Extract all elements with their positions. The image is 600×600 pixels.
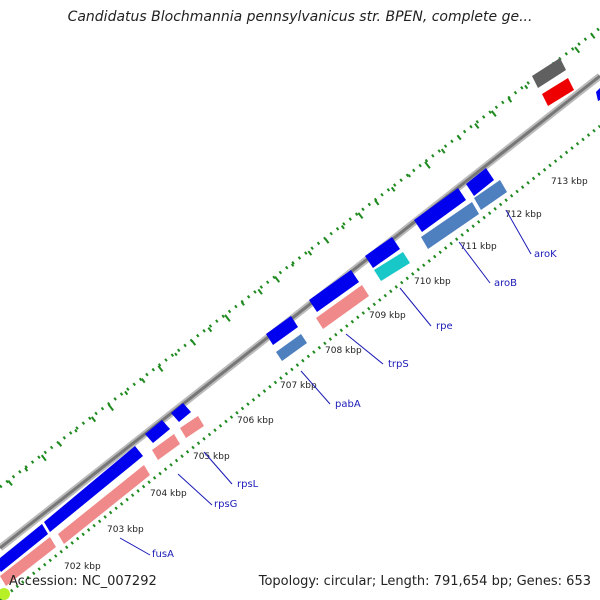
origin-marker [0, 588, 10, 600]
genome-backbone-core [0, 74, 600, 550]
gc-tick [474, 122, 480, 129]
cds-feature[interactable] [596, 88, 600, 101]
gc-tick [174, 352, 178, 357]
trna-feature[interactable] [180, 416, 204, 438]
misc-feature[interactable] [542, 78, 574, 106]
gc-skew-ticks [7, 33, 596, 487]
gc-tick [340, 225, 345, 230]
forward-strand-features [0, 88, 600, 572]
scale-label: 705 kbp [193, 452, 230, 462]
scale-label: 713 kbp [551, 177, 588, 187]
gc-tick [157, 365, 164, 373]
cds-feature[interactable] [414, 188, 466, 232]
gc-tick [207, 326, 213, 333]
scale-label: 703 kbp [107, 525, 144, 535]
trna-feature[interactable] [58, 465, 150, 544]
gc-tick [374, 199, 380, 206]
map-title: Candidatus Blochmannia pennsylvanicus st… [67, 9, 533, 25]
cds-feature[interactable] [44, 446, 143, 532]
scale-label: 706 kbp [237, 416, 274, 426]
gc-tick [124, 390, 129, 396]
gc-tick [140, 378, 146, 384]
gc-tick [224, 314, 231, 322]
gc-tick [390, 186, 396, 192]
reverse-strand-features [0, 58, 574, 586]
trna-feature[interactable] [0, 537, 56, 586]
scale-label: 712 kbp [505, 210, 542, 220]
gene-label-aroB[interactable]: aroB [494, 278, 517, 289]
misc-feature[interactable] [532, 58, 566, 88]
cds-feature[interactable] [466, 168, 494, 196]
gc-tick [407, 173, 411, 178]
scale-labels: 702 kbp 703 kbp 704 kbp 705 kbp 706 kbp … [64, 177, 588, 572]
gene-labels: fusA rpsG rpsL pabA trpS rpe aroB aroK [152, 249, 557, 560]
scale-label: 704 kbp [150, 489, 187, 499]
cds-feature[interactable] [374, 252, 410, 281]
gc-tick [274, 275, 281, 283]
gc-tick [524, 84, 529, 90]
accession-text: Accession: NC_007292 [9, 574, 157, 589]
gc-tick [257, 288, 263, 295]
gc-tick [190, 339, 197, 346]
gc-tick [90, 416, 97, 423]
gc-tick [40, 454, 47, 462]
gene-label-trpS[interactable]: trpS [388, 359, 409, 370]
gc-tick [290, 263, 295, 267]
gc-dotted-track-upper [0, 26, 600, 489]
scale-label: 711 kbp [460, 242, 497, 252]
cds-feature[interactable] [309, 270, 359, 312]
scale-dotted-line [0, 124, 600, 600]
gc-tick [490, 110, 497, 118]
gene-label-rpsL[interactable]: rpsL [237, 479, 259, 490]
trna-feature[interactable] [316, 285, 369, 329]
cds-feature[interactable] [145, 420, 170, 443]
gc-tick [590, 33, 596, 39]
genome-summary-text: Topology: circular; Length: 791,654 bp; … [258, 574, 591, 589]
gene-label-rpe[interactable]: rpe [436, 321, 453, 332]
cds-feature[interactable] [276, 334, 307, 361]
gene-label-pabA[interactable]: pabA [335, 399, 361, 410]
gc-tick [507, 97, 513, 103]
cds-feature[interactable] [0, 524, 48, 572]
gc-tick [574, 46, 581, 54]
gc-tick [7, 479, 13, 487]
gene-label-aroK[interactable]: aroK [534, 249, 557, 260]
gc-tick [57, 441, 63, 447]
gc-tick [307, 250, 313, 256]
gc-tick [440, 148, 446, 154]
cds-feature[interactable] [365, 237, 400, 268]
gc-tick [424, 161, 431, 169]
scale-label: 702 kbp [64, 562, 101, 572]
gene-label-leaders [119, 209, 532, 556]
trna-feature[interactable] [152, 434, 180, 460]
gc-tick [74, 429, 78, 433]
cds-feature[interactable] [266, 316, 298, 345]
gene-label-rpsG[interactable]: rpsG [214, 499, 237, 510]
gc-tick [24, 467, 29, 472]
cds-feature[interactable] [171, 403, 191, 422]
gc-tick [107, 403, 114, 412]
gc-tick [357, 212, 364, 220]
scale-label: 709 kbp [369, 311, 406, 321]
scale-label: 708 kbp [325, 346, 362, 356]
gc-tick [324, 237, 330, 244]
scale-label: 710 kbp [414, 277, 451, 287]
cds-feature[interactable] [474, 180, 507, 210]
gc-tick [240, 301, 245, 306]
cds-feature[interactable] [421, 202, 479, 249]
gc-tick [457, 135, 462, 141]
scale-label: 707 kbp [280, 381, 317, 391]
gene-label-fusA[interactable]: fusA [152, 549, 174, 560]
